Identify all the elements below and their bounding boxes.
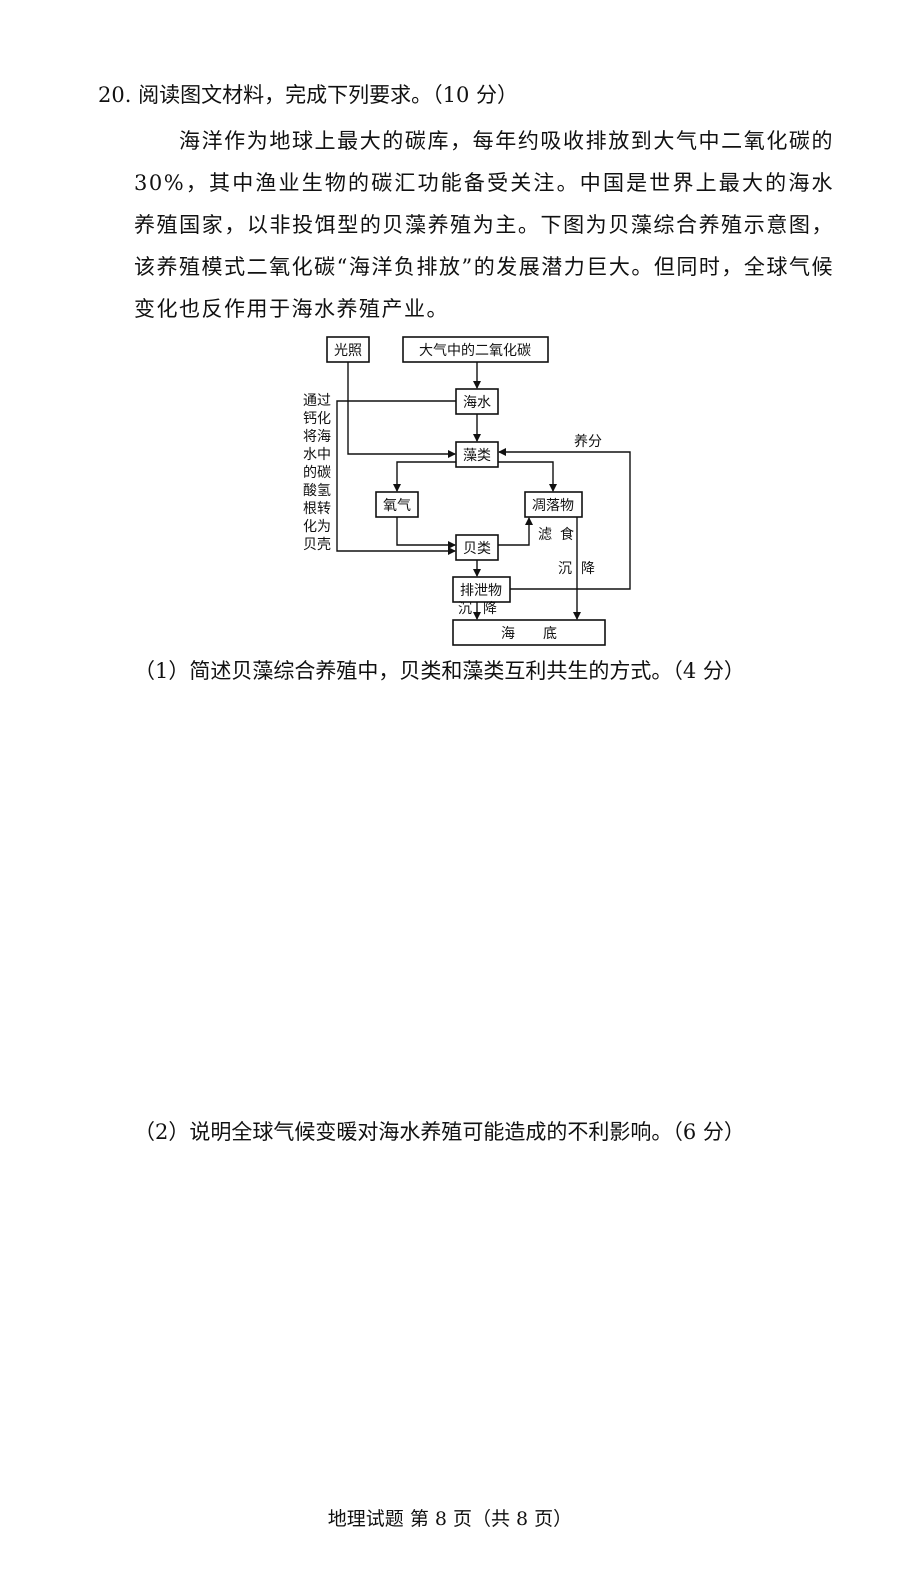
sub-question-1: （1）简述贝藻综合养殖中，贝类和藻类互利共生的方式。（4 分） xyxy=(134,659,745,683)
arrow-excreta-nutrient-to-algae xyxy=(498,448,631,590)
atmo-co2-label: 大气中的二氧化碳 xyxy=(419,343,531,359)
sub-question-2: （2）说明全球气候变暖对海水养殖可能造成的不利影响。（6 分） xyxy=(134,1120,745,1144)
algae-label: 藻类 xyxy=(463,448,491,464)
detritus-box xyxy=(524,491,583,518)
calcify-line-2: 钙化 xyxy=(303,411,331,427)
oxygen-label: 氧气 xyxy=(383,498,411,514)
nutrient-label: 养分 xyxy=(574,434,602,450)
seabed-label: 海 底 xyxy=(501,626,557,642)
arrow-seawater-calcify-to-shellfish xyxy=(336,400,456,555)
calcify-line-3: 将海 xyxy=(303,429,331,445)
seawater-box xyxy=(455,388,499,415)
algae-box xyxy=(455,441,499,468)
excreta-label: 排泄物 xyxy=(460,583,502,599)
shellfish-label: 贝类 xyxy=(463,541,491,557)
calcify-line-4: 水中 xyxy=(303,447,331,463)
material-paragraph: 海洋作为地球上最大的碳库，每年约吸收排放到大气中二氧化碳的 30%，其中渔业生物… xyxy=(134,129,834,321)
question-title: 阅读图文材料，完成下列要求。（10 分） xyxy=(138,83,518,107)
seawater-label: 海水 xyxy=(463,395,491,411)
sediment-bottom-char-2: 降 xyxy=(483,601,497,617)
arrow-algae-to-oxygen xyxy=(393,461,456,492)
excreta-box xyxy=(452,576,511,603)
arrow-algae-to-detritus xyxy=(498,461,557,492)
sediment-bottom-char-1: 沉 xyxy=(458,601,472,617)
light-box xyxy=(326,336,370,363)
arrow-shellfish-filter-detritus xyxy=(498,517,533,546)
question-heading: 20. 阅读图文材料，完成下列要求。（10 分） xyxy=(98,80,518,110)
sediment-right-char-2: 降 xyxy=(581,561,595,577)
integrated-aquaculture-diagram: 光照 大气中的二氧化碳 海水 藻类 氧气 凋落物 贝类 排泄物 海 底 养分 滤… xyxy=(303,336,631,646)
calcify-line-9: 贝壳 xyxy=(303,536,331,553)
atmo-co2-box xyxy=(402,336,549,363)
filter-feed-char-1: 滤 xyxy=(538,527,552,543)
question-number: 20. xyxy=(98,83,132,107)
arrow-oxygen-to-shellfish xyxy=(396,517,456,549)
detritus-label: 凋落物 xyxy=(532,498,574,514)
calcify-line-8: 化为 xyxy=(303,519,331,535)
page-footer: 地理试题 第 8 页（共 8 页） xyxy=(327,1508,573,1530)
oxygen-box xyxy=(375,491,419,518)
arrow-light-to-algae xyxy=(347,362,456,458)
filter-feed-char-2: 食 xyxy=(560,526,574,543)
seabed-box xyxy=(452,619,606,646)
light-label: 光照 xyxy=(334,343,362,359)
sediment-right-char-1: 沉 xyxy=(558,561,572,577)
calcify-line-1: 通过 xyxy=(303,393,331,409)
calcify-line-7: 根转 xyxy=(303,501,331,517)
calcify-line-6: 酸氢 xyxy=(303,483,331,499)
shellfish-box xyxy=(455,534,499,561)
calcify-line-5: 的碳 xyxy=(303,465,331,481)
